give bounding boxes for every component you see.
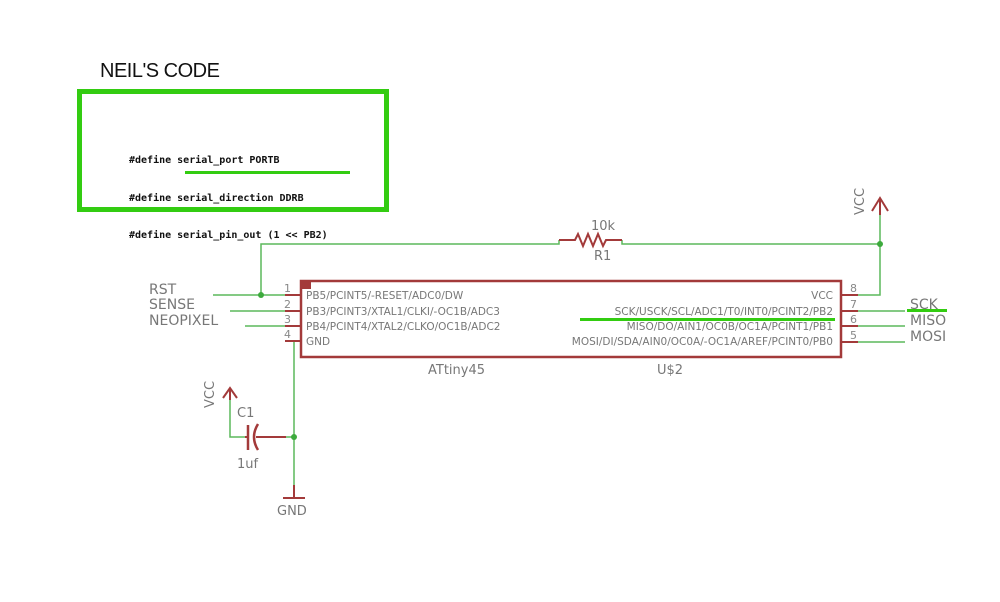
resistor-r1: 10k R1	[559, 219, 622, 264]
pin-label: SCK/USCK/SCL/ADC1/T0/INT0/PCINT2/PB2	[615, 306, 833, 318]
pin-number: 2	[284, 298, 291, 311]
sck-highlight-underline	[580, 318, 835, 321]
pin-label: GND	[306, 336, 330, 348]
pin-number: 8	[850, 282, 857, 295]
capacitor-c1: C1 1uf	[237, 406, 286, 472]
sck-net-highlight	[907, 309, 947, 312]
chip-body	[299, 279, 843, 359]
code-block: #define serial_port PORTB #define serial…	[129, 130, 328, 268]
junction-rst	[258, 292, 264, 298]
wire-cap-vcc	[229, 400, 245, 438]
pin-label: PB4/PCINT4/XTAL2/CLKO/OC1B/ADC2	[306, 321, 500, 333]
pin-number: 7	[850, 298, 857, 311]
wire-r1-vcc	[621, 240, 880, 245]
gnd-label: GND	[277, 504, 307, 519]
net-label-miso: MISO	[910, 313, 946, 329]
resistor-ref: R1	[594, 249, 611, 264]
pin-number: 6	[850, 313, 857, 326]
wire-vcc-top	[858, 215, 881, 296]
net-label-neopixel: NEOPIXEL	[149, 313, 218, 329]
pin-number: 4	[284, 328, 291, 341]
chip-ref: U$2	[657, 363, 683, 378]
vcc-top-label: VCC	[853, 188, 868, 215]
code-highlight-underline	[185, 171, 350, 174]
junction-vcc	[877, 241, 883, 247]
pin-label: MOSI/DI/SDA/AIN0/OC0A/-OC1A/AREF/PCINT0/…	[572, 336, 833, 348]
vcc-supply-left: VCC	[203, 381, 238, 408]
pin-label: PB3/PCINT3/XTAL1/CLKI/-OC1B/ADC3	[306, 306, 500, 318]
gnd-supply: GND	[277, 485, 307, 519]
pin-label: MISO/DO/AIN1/OC0B/OC1A/PCINT1/PB1	[627, 321, 833, 333]
chip-name: ATtiny45	[428, 363, 485, 378]
chip-attiny45: 1 2 3 4 8 7 6 5 PB5/PCINT5/-RESET/ADC0/D…	[284, 279, 858, 378]
net-label-rst: RST	[149, 282, 177, 298]
pin-number: 1	[284, 282, 291, 295]
vcc-left-label: VCC	[203, 381, 218, 408]
net-label-mosi: MOSI	[910, 329, 946, 345]
pin-stubs	[285, 294, 858, 343]
resistor-value: 10k	[591, 219, 616, 234]
wire-rst-r1	[260, 240, 560, 295]
code-line: #define serial_pin_out (1 << PB2)	[129, 230, 328, 241]
pin-label: VCC	[811, 290, 833, 302]
chip-pin1-marker	[301, 281, 311, 289]
code-line: #define serial_direction DDRB	[129, 192, 304, 204]
code-box: #define serial_port PORTB #define serial…	[77, 89, 389, 241]
capacitor-ref: C1	[237, 406, 254, 421]
capacitor-value: 1uf	[237, 457, 259, 472]
annotation-title: NEIL'S CODE	[100, 60, 220, 82]
pin-number: 5	[850, 329, 857, 342]
wires	[213, 215, 905, 497]
pin-label: PB5/PCINT5/-RESET/ADC0/DW	[306, 290, 464, 302]
pin-number: 3	[284, 313, 291, 326]
junction-gnd	[291, 434, 297, 440]
vcc-supply-top: VCC	[853, 188, 889, 215]
code-line: #define serial_port PORTB	[129, 155, 280, 166]
net-label-sense: SENSE	[149, 297, 195, 313]
